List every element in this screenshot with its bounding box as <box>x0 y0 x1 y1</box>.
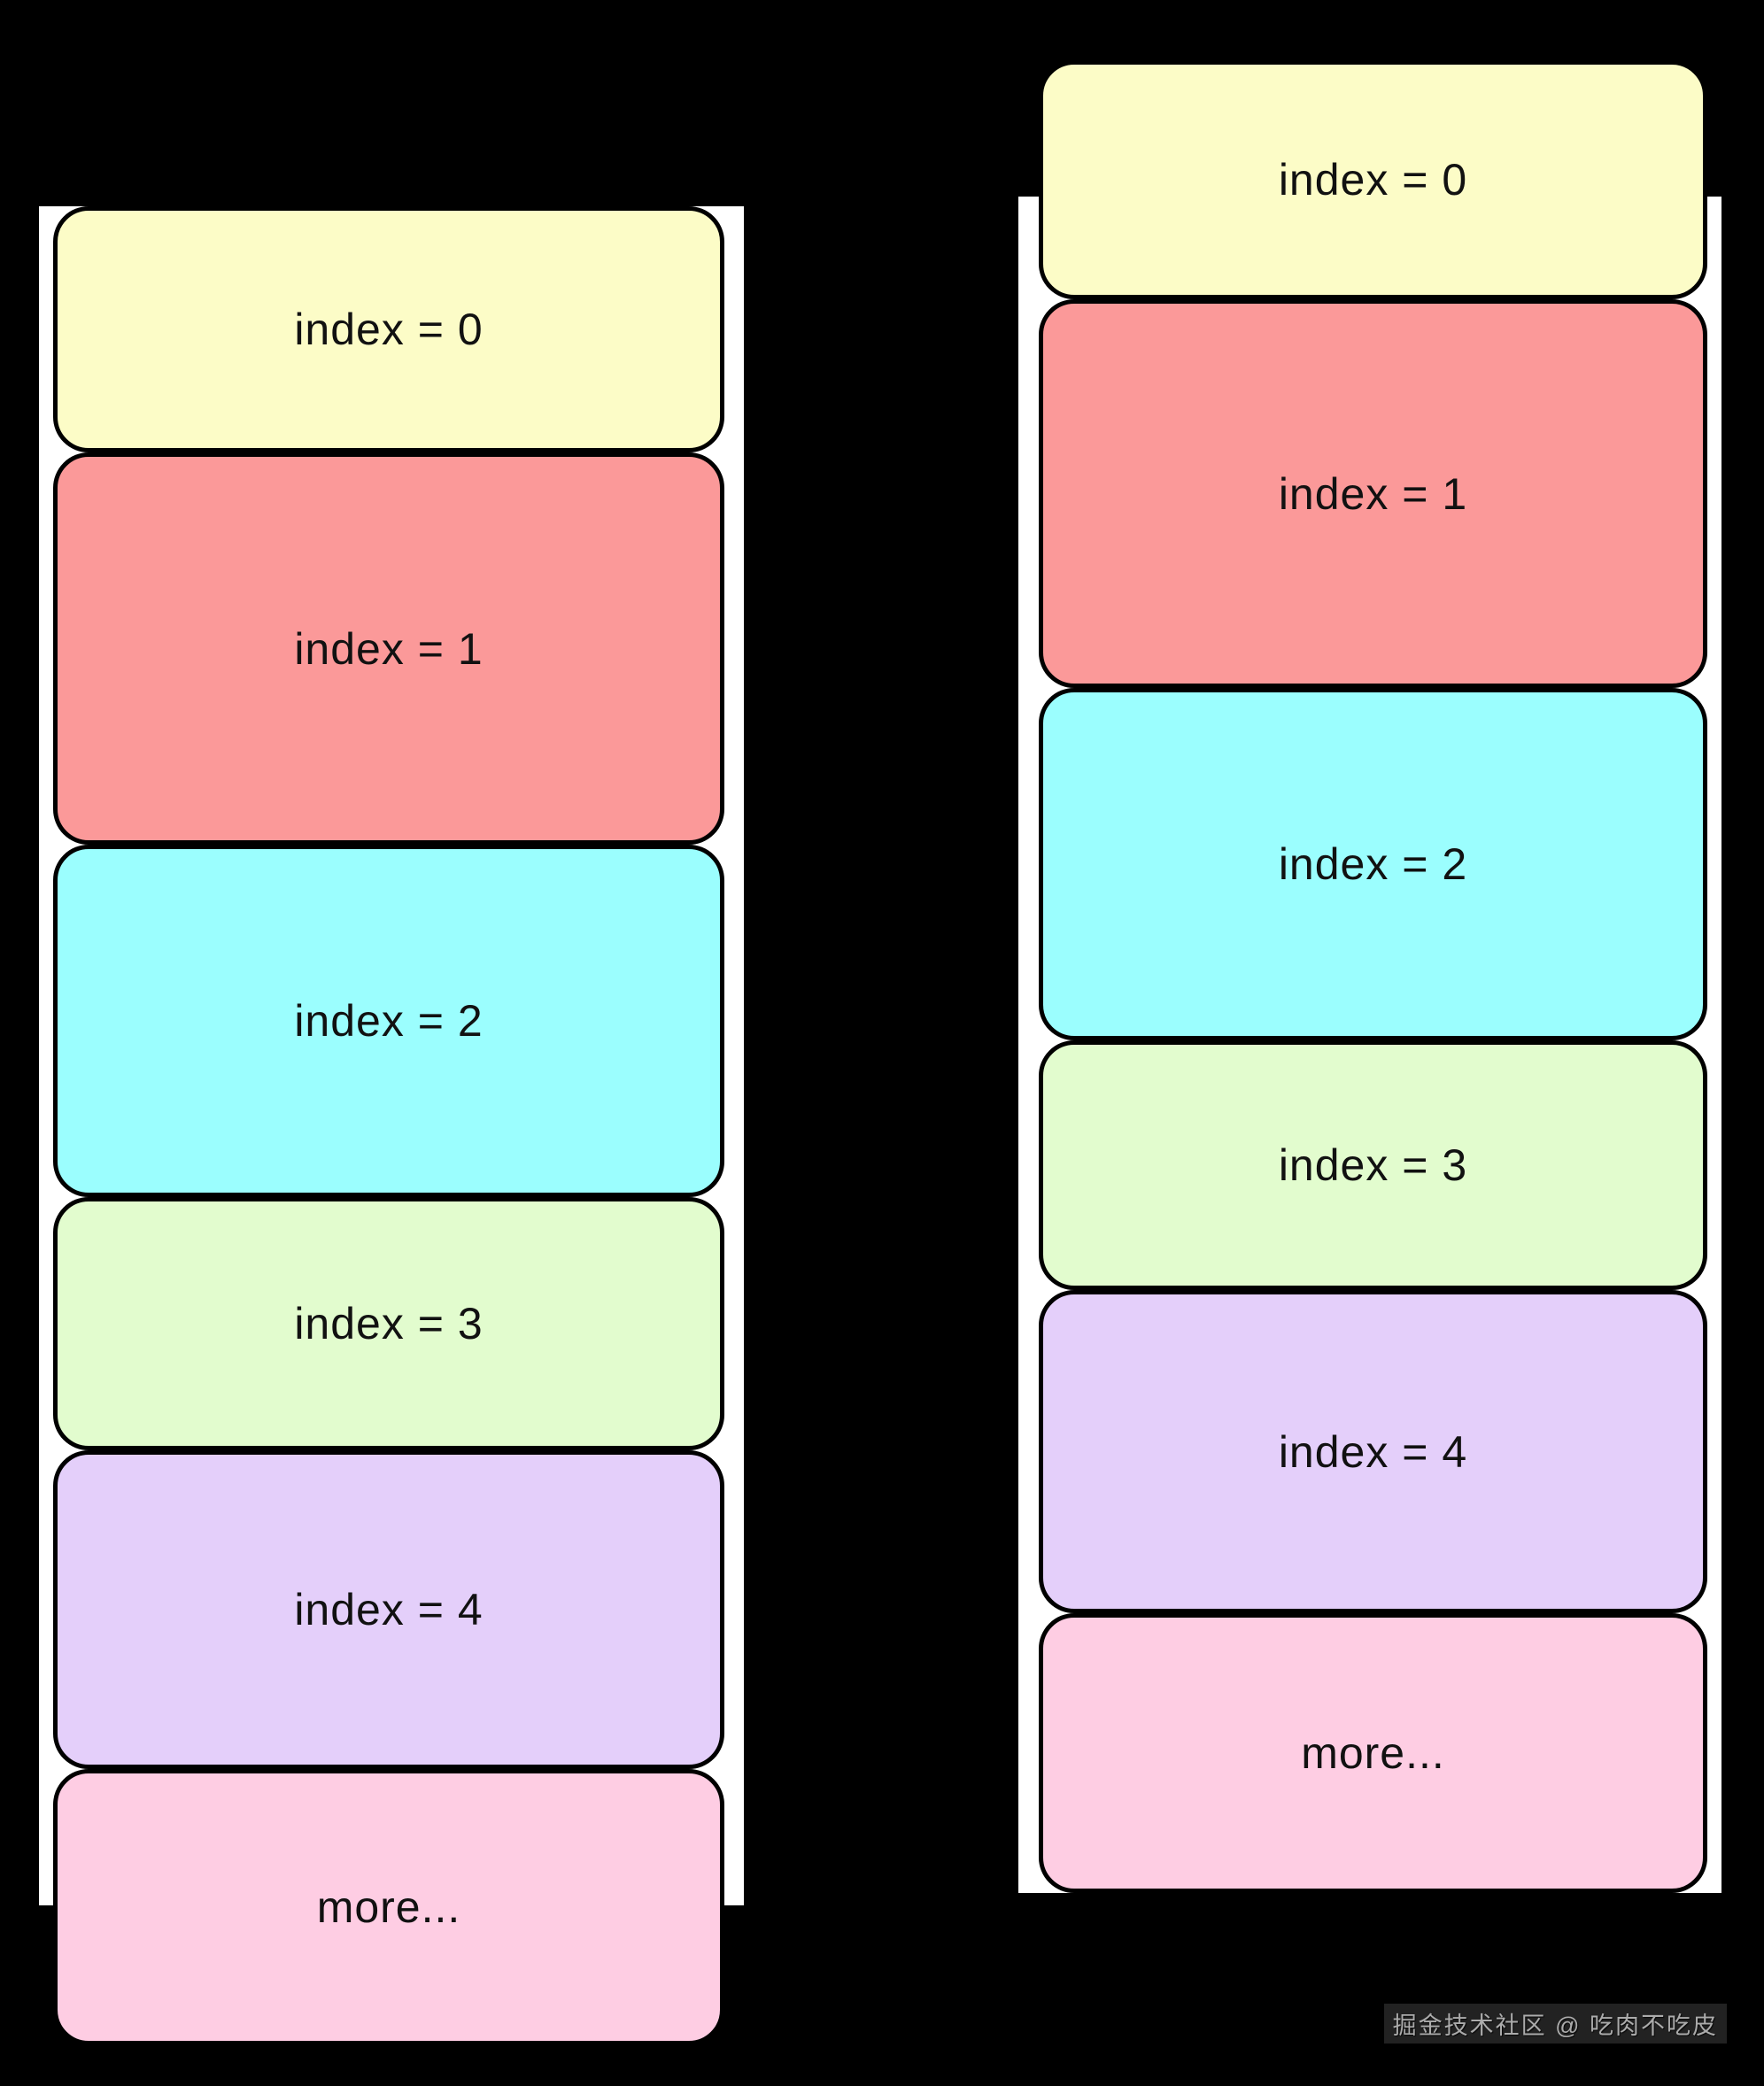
card-label: index = 4 <box>294 1585 484 1634</box>
card-label: index = 4 <box>1278 1426 1468 1477</box>
card-label: more... <box>316 1882 461 1932</box>
list-right-card-0: index = 0 <box>1039 60 1707 299</box>
list-left-card-5: more... <box>53 1769 724 2045</box>
card-label: index = 0 <box>294 305 484 354</box>
card-label: index = 3 <box>1278 1140 1468 1190</box>
list-left-card-1: index = 1 <box>53 452 724 845</box>
card-label: more... <box>1301 1728 1445 1778</box>
list-right-card-1: index = 1 <box>1039 299 1707 688</box>
card-label: index = 0 <box>1278 155 1468 205</box>
card-label: index = 2 <box>294 996 484 1046</box>
list-right-card-5: more... <box>1039 1613 1707 1893</box>
card-label: index = 1 <box>1278 468 1468 519</box>
card-label: index = 3 <box>294 1299 484 1348</box>
list-left-card-2: index = 2 <box>53 845 724 1197</box>
watermark: 掘金技术社区 @ 吃肉不吃皮 <box>1383 2004 1727 2044</box>
list-right-card-2: index = 2 <box>1039 688 1707 1040</box>
list-left-card-3: index = 3 <box>53 1197 724 1450</box>
card-label: index = 2 <box>1278 839 1468 889</box>
card-label: index = 1 <box>294 623 484 674</box>
list-left-card-0: index = 0 <box>53 206 724 452</box>
list-right-card-3: index = 3 <box>1039 1040 1707 1290</box>
list-left-card-4: index = 4 <box>53 1450 724 1769</box>
list-right-card-4: index = 4 <box>1039 1290 1707 1613</box>
